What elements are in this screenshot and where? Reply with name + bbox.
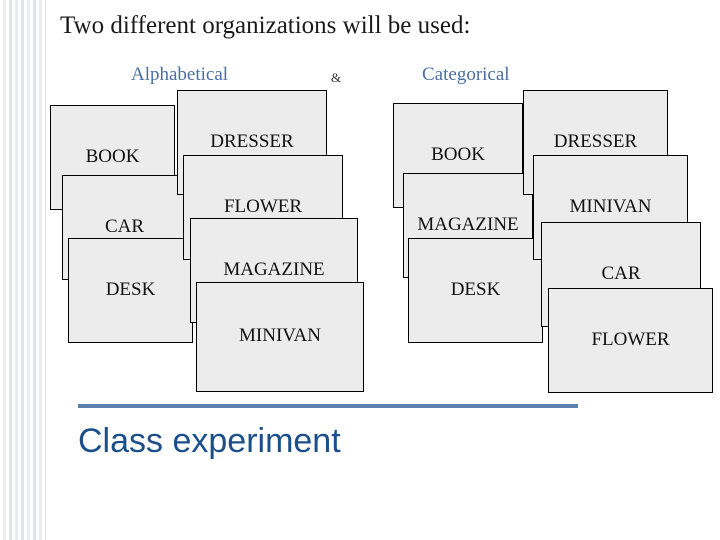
card-label: DRESSER bbox=[553, 131, 638, 152]
column-header-alphabetical: Alphabetical bbox=[131, 64, 229, 85]
card-label: MAGAZINE bbox=[223, 259, 325, 280]
card-label: CAR bbox=[601, 263, 641, 284]
card-minivan[interactable] bbox=[196, 282, 364, 392]
card-desk[interactable] bbox=[68, 238, 193, 343]
column-header-categorical: Categorical bbox=[422, 64, 510, 85]
decorative-stripe-band bbox=[0, 0, 46, 540]
card-desk[interactable] bbox=[408, 238, 543, 343]
card-label: BOOK bbox=[431, 144, 485, 165]
card-label: FLOWER bbox=[223, 196, 303, 217]
footer-heading: Class experiment bbox=[78, 422, 341, 460]
divider-rule bbox=[78, 404, 578, 408]
card-label: MAGAZINE bbox=[417, 214, 519, 235]
column-separator-ampersand: & bbox=[331, 70, 342, 85]
card-flower[interactable] bbox=[548, 288, 713, 393]
card-label: MINIVAN bbox=[239, 325, 321, 346]
page-title: Two different organizations will be used… bbox=[60, 12, 471, 39]
card-label: FLOWER bbox=[591, 329, 670, 350]
card-label: BOOK bbox=[85, 146, 140, 167]
card-label: CAR bbox=[104, 216, 145, 237]
card-label: DESK bbox=[450, 279, 501, 300]
card-label: DRESSER bbox=[210, 131, 294, 152]
card-label: MINIVAN bbox=[569, 196, 652, 217]
card-label: DESK bbox=[105, 279, 156, 300]
